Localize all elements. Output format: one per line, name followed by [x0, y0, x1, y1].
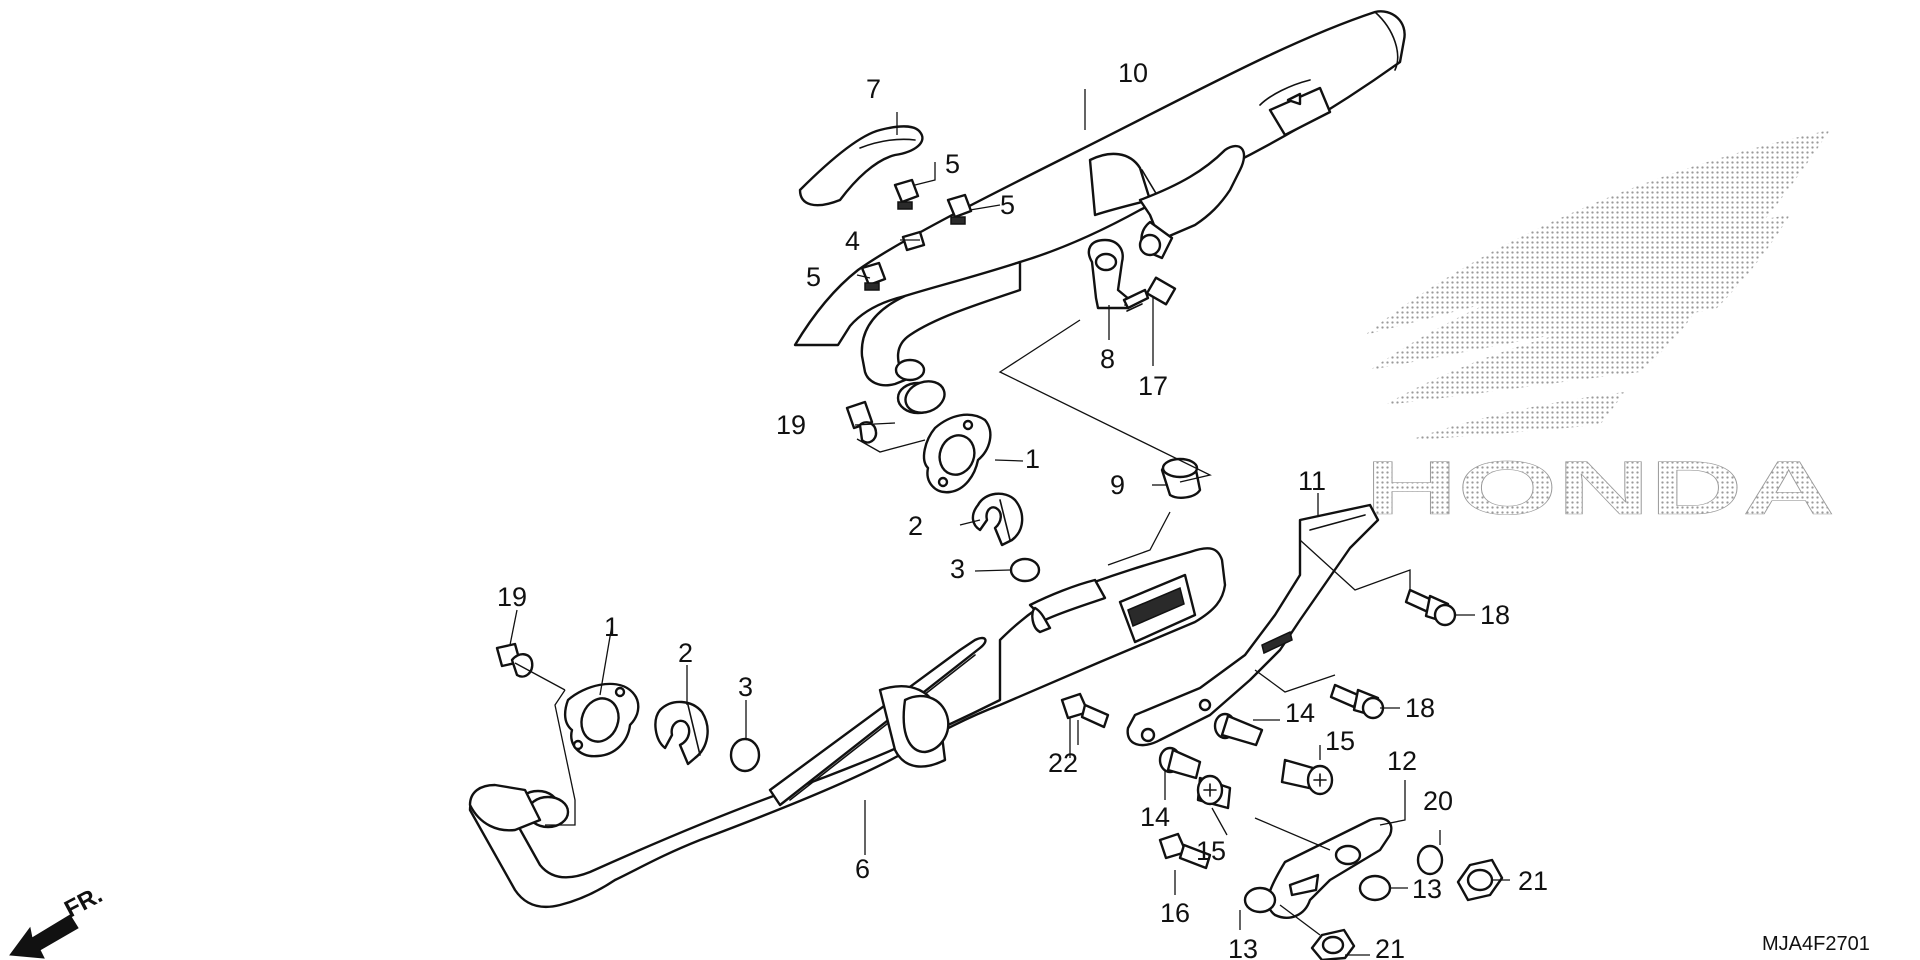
split-collar-part-2-lower	[654, 700, 709, 766]
bolt-part-22	[1060, 692, 1110, 729]
lower-stay-part-12	[1266, 817, 1393, 919]
callout-17: 17	[1138, 371, 1168, 401]
callout-1-lower: 1	[604, 612, 619, 642]
bolt-part-18-upper	[1404, 588, 1457, 627]
clip-part-5-b	[946, 193, 973, 225]
stay-bracket-part-11	[1126, 503, 1380, 747]
leader-lines	[509, 89, 1510, 956]
callout-6: 6	[855, 854, 870, 884]
callout-2-upper: 2	[908, 511, 923, 541]
upper-pipe-joint-ring	[904, 380, 946, 414]
bolt-part-17	[1122, 276, 1177, 312]
exhaust-flange-part-1-lower	[563, 682, 640, 758]
bolt-part-14-lower	[1158, 746, 1202, 780]
callout-3-lower: 3	[738, 672, 753, 702]
callout-18-upper: 18	[1480, 600, 1510, 630]
gasket-ring-part-3-upper	[1009, 557, 1041, 583]
callout-15-upper: 15	[1325, 726, 1355, 756]
part-callouts: 10 7 5 5 4 5 8 17 19 1 9 2 3 11 18 18 19…	[497, 58, 1548, 960]
callout-8: 8	[1100, 344, 1115, 374]
bolt-part-18-lower	[1329, 683, 1385, 720]
callout-9: 9	[1110, 470, 1125, 500]
nut-part-19-upper	[845, 400, 878, 444]
callout-11: 11	[1298, 466, 1326, 496]
honda-wing-logo: HONDA	[1365, 130, 1835, 531]
callout-4: 4	[845, 226, 860, 256]
callout-20: 20	[1423, 786, 1453, 816]
right-crossover-tube	[1138, 144, 1246, 242]
front-direction-indicator: FR.	[9, 881, 107, 959]
callout-10: 10	[1118, 58, 1148, 88]
bolt-part-15-upper	[1280, 758, 1334, 796]
nut-part-19-lower	[495, 642, 534, 678]
callout-19-lower: 19	[497, 582, 527, 612]
collar-part-13-b	[1243, 886, 1277, 914]
washer-part-20	[1416, 844, 1444, 876]
callout-16: 16	[1160, 898, 1190, 928]
callout-13-a: 13	[1412, 874, 1442, 904]
bolt-part-15-lower	[1196, 774, 1232, 810]
left-muffler-assembly	[468, 547, 1227, 909]
split-collar-part-2-upper	[971, 492, 1024, 547]
callout-21-upper: 21	[1518, 866, 1548, 896]
muffler-band	[1087, 238, 1132, 310]
callout-3-upper: 3	[950, 554, 965, 584]
callout-5-b: 5	[1000, 190, 1015, 220]
bolt-part-14-upper	[1213, 712, 1264, 747]
callout-19-upper: 19	[776, 410, 806, 440]
exhaust-flange-part-1-upper	[922, 413, 992, 494]
right-muffler-bracket	[1268, 86, 1332, 137]
callout-15-lower: 15	[1196, 836, 1226, 866]
callout-13-b: 13	[1228, 934, 1258, 960]
callout-5-c: 5	[806, 262, 821, 292]
callout-1-upper: 1	[1025, 444, 1040, 474]
right-head-pipe	[860, 260, 1022, 387]
collar-part-13-a	[1358, 874, 1392, 902]
callout-14-lower: 14	[1140, 802, 1170, 832]
callout-22: 22	[1048, 748, 1078, 778]
gasket-ring-part-3-lower	[729, 737, 761, 773]
nut-part-21-lower	[1310, 928, 1356, 960]
clip-part-5-a	[893, 178, 920, 210]
bolt-part-16	[1158, 832, 1212, 870]
callout-14-upper: 14	[1285, 698, 1315, 728]
callout-12: 12	[1387, 746, 1417, 776]
clip-part-5-c	[860, 261, 887, 291]
honda-logo-text: HONDA	[1365, 446, 1835, 531]
callout-5-a: 5	[945, 149, 960, 179]
heat-shield-upper	[798, 125, 924, 207]
front-arrow-icon	[9, 914, 79, 959]
callout-21-lower: 21	[1375, 934, 1405, 960]
drawing-code: MJA4F2701	[1762, 933, 1870, 955]
callout-18-lower: 18	[1405, 693, 1435, 723]
nut-part-21-upper	[1456, 858, 1504, 902]
callout-2-lower: 2	[678, 638, 693, 668]
callout-7: 7	[866, 74, 881, 104]
rubber-mount-part-9	[1160, 457, 1202, 499]
clip-part-4	[901, 230, 926, 252]
